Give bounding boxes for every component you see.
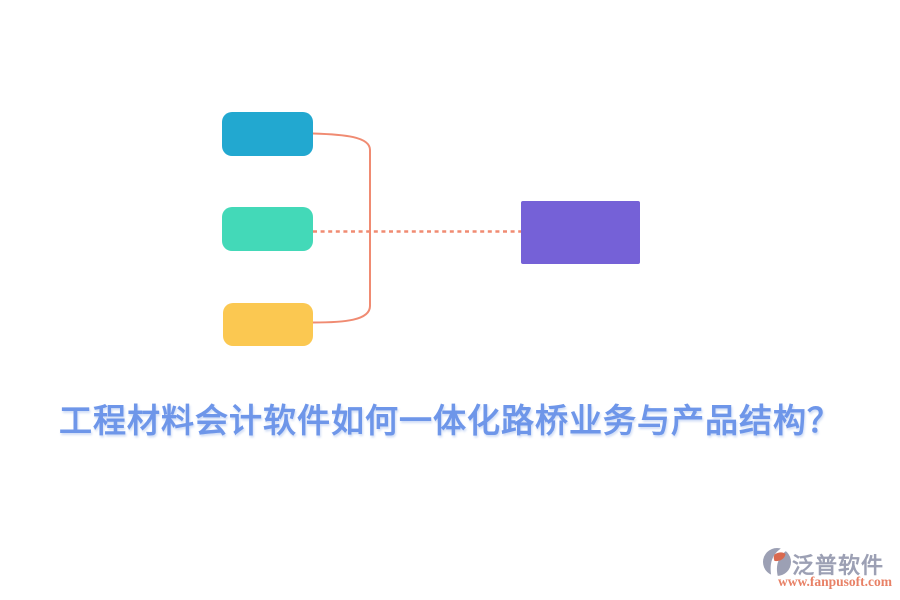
fanpu-logo-icon: [763, 547, 791, 577]
topic-node-middle: [222, 207, 313, 251]
page-title: 工程材料会计软件如何一体化路桥业务与产品结构？: [59, 404, 841, 440]
topic-node-bottom: [223, 303, 313, 346]
topic-node-top: [222, 112, 313, 156]
result-node: [521, 201, 640, 264]
watermark: 泛普软件 www.fanpusoft.com: [756, 546, 896, 594]
bracket-connector: [312, 132, 371, 324]
watermark-url-text: www.fanpusoft.com: [778, 574, 893, 589]
watermark-brand-text: 泛普软件: [792, 553, 885, 578]
